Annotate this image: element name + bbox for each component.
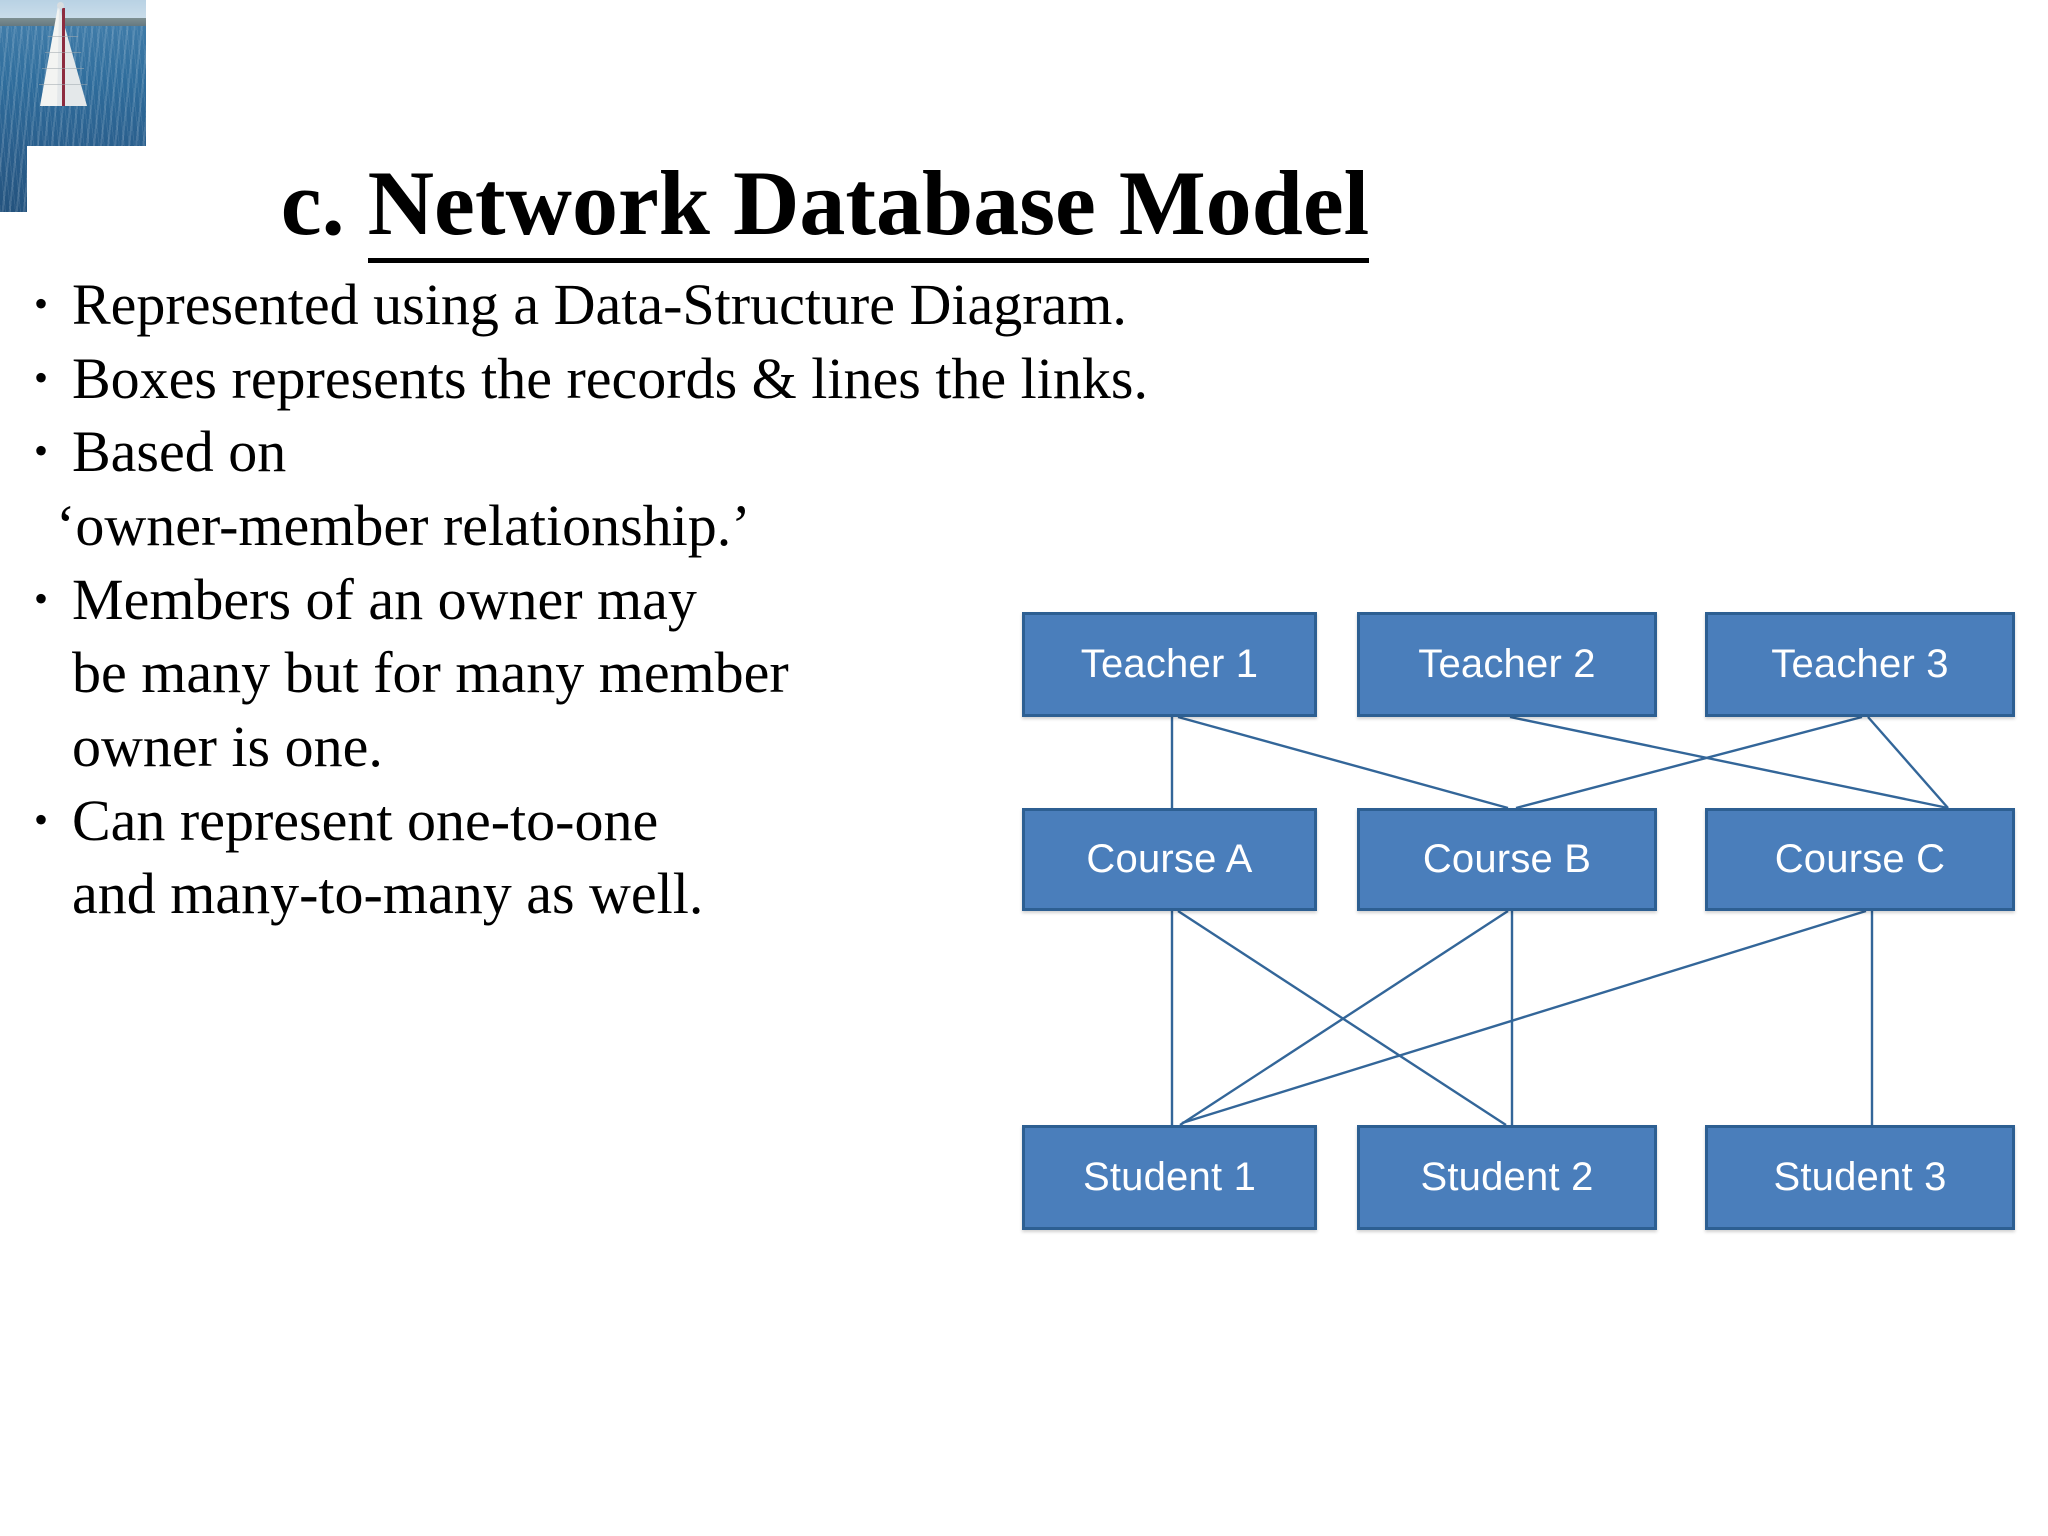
list-item-continuation: owner is one. [72,713,383,779]
link-line [1515,715,1863,810]
photo-sail-seam [42,68,84,69]
photo-sail-seam [48,36,78,37]
list-item-continuation: ‘owner-member relationship.’ [56,492,751,558]
list-item-continuation: be many but for many member [72,640,789,706]
list-item: • Can represent one-to-one [10,784,1180,858]
network-database-diagram: Teacher 1 Teacher 2 Teacher 3 Course A C… [1000,595,2048,1265]
list-item: • Members of an owner may [10,563,1180,637]
diagram-link-lines [1170,715,1949,1127]
photo-sea-sparkle [0,146,27,212]
title-prefix: c. [280,151,368,254]
list-item-text: Represented using a Data-Structure Diagr… [72,272,1127,337]
list-item-text: Based on [72,419,287,485]
sailboat-photo [0,0,146,146]
list-item: • Represented using a Data-Structure Dia… [10,268,1180,342]
title-underlined-text: Network Database Model [367,151,1370,263]
node-course-a[interactable]: Course A [1022,808,1317,911]
link-line [1509,715,1949,810]
link-line [1867,716,1949,809]
photo-sea [0,146,27,212]
node-course-b[interactable]: Course B [1357,808,1657,911]
bullet-dot-icon: • [33,428,48,474]
link-line [1179,909,1509,1127]
bullet-dot-icon: • [33,281,48,326]
list-item-text: Members of an owner may [72,566,697,632]
list-item: • Based on [10,415,1180,489]
sailboat-photo-canvas [0,0,146,146]
list-item-text: Can represent one-to-one [72,787,659,853]
photo-sail-seam [39,84,87,85]
sailboat-photo-strip [0,146,27,212]
sailboat-photo-strip-canvas [0,146,27,212]
node-student-1[interactable]: Student 1 [1022,1125,1317,1230]
node-student-3[interactable]: Student 3 [1705,1125,2015,1230]
photo-mast [62,8,65,106]
photo-masthead [57,2,64,9]
list-item: • Boxes represents the records & lines t… [10,342,1180,416]
node-teacher-2[interactable]: Teacher 2 [1357,612,1657,717]
link-line [1181,909,1867,1125]
node-course-c[interactable]: Course C [1705,808,2015,911]
list-item-text: Boxes represents the records & lines the… [72,345,1148,411]
bullet-dot-icon: • [33,354,48,400]
link-line [1177,715,1509,810]
list-item-continuation: and many-to-many as well. [72,861,704,927]
photo-sail-seam [45,52,81,53]
bullet-list: • Represented using a Data-Structure Dia… [10,268,1180,931]
bullet-dot-icon: • [33,575,48,621]
node-teacher-1[interactable]: Teacher 1 [1022,612,1317,717]
node-teacher-3[interactable]: Teacher 3 [1705,612,2015,717]
node-student-2[interactable]: Student 2 [1357,1125,1657,1230]
page-title: c. Network Database Model [245,151,1405,263]
bullet-dot-icon: • [33,796,48,842]
